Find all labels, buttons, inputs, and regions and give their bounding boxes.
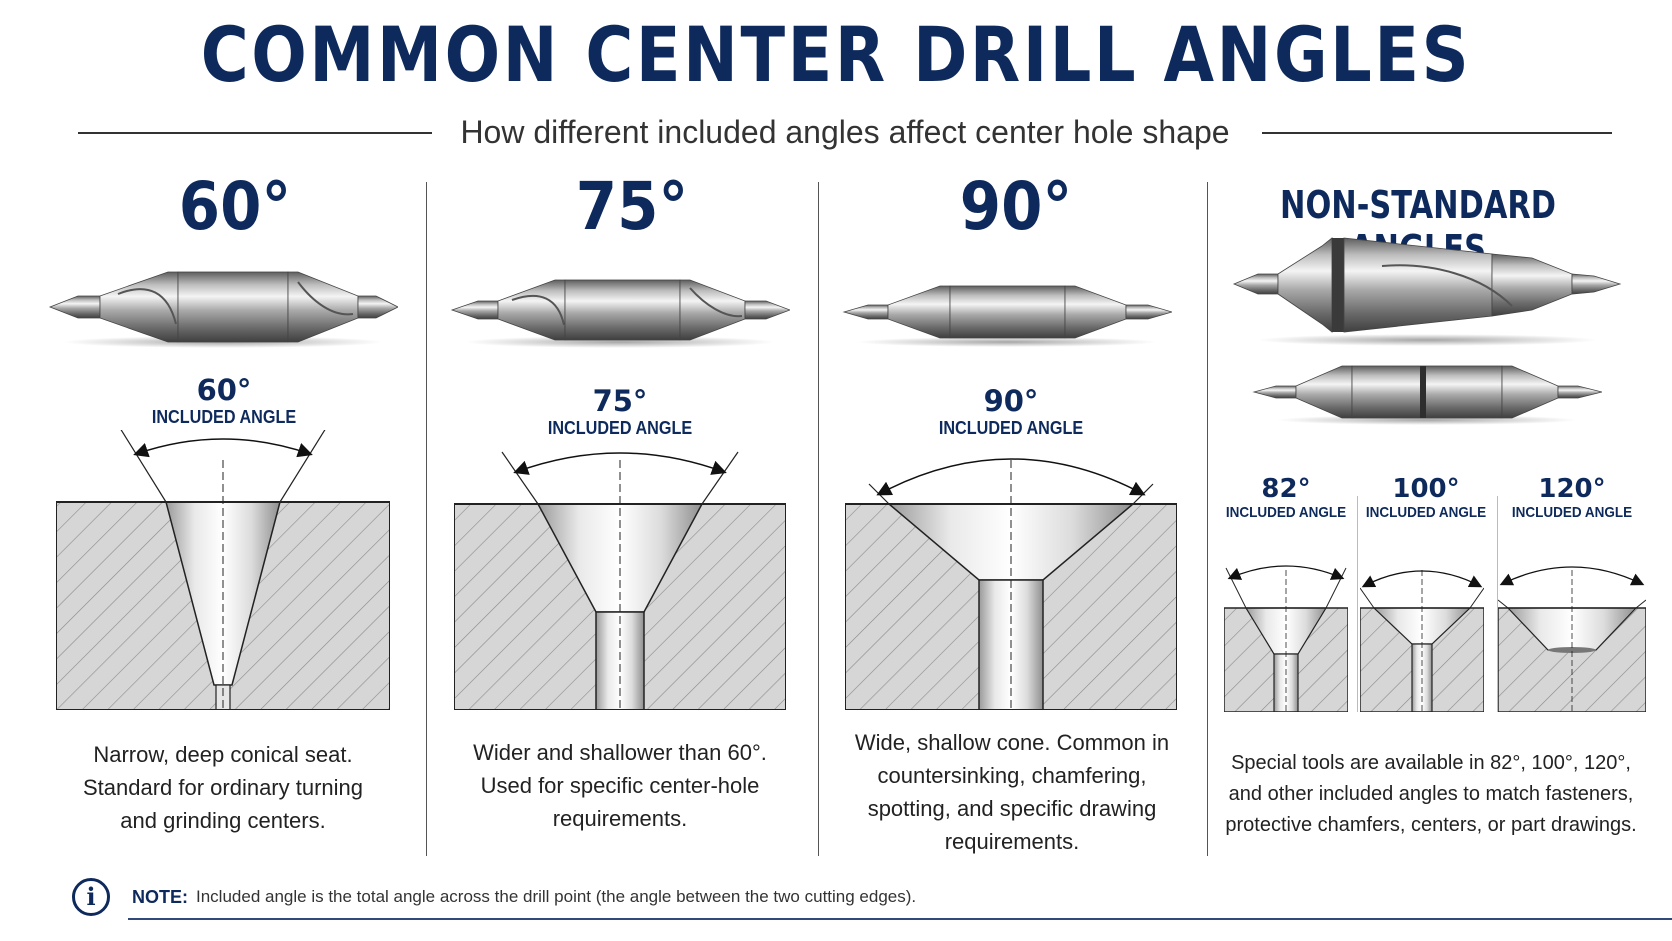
page-title: COMMON CENTER DRILL ANGLES — [200, 10, 1472, 99]
note-rule — [128, 918, 1672, 920]
description-75: Wider and shallower than 60°. Used for s… — [473, 740, 767, 831]
included-angle-120: 120° INCLUDED ANGLE — [1511, 474, 1633, 521]
included-angle-90: 90° INCLUDED ANGLE — [938, 384, 1084, 438]
page-subtitle: How different included angles affect cen… — [460, 114, 1230, 150]
angle-heading-60: 60° — [178, 168, 292, 245]
column-divider — [818, 182, 819, 856]
included-angle-75: 75° INCLUDED ANGLE — [547, 384, 693, 438]
center-drill-60-image — [48, 271, 398, 348]
center-drill-90-image — [842, 285, 1172, 347]
description-60: Narrow, deep conical seat. Standard for … — [82, 742, 364, 833]
sub-divider — [1357, 496, 1358, 712]
angle-heading-75: 75° — [575, 168, 689, 245]
center-hole-diagram-82 — [1224, 565, 1348, 712]
included-angle-60: 60° INCLUDED ANGLE — [151, 373, 297, 427]
included-angle-82: 82° INCLUDED ANGLE — [1225, 474, 1347, 521]
center-hole-diagram-75 — [454, 451, 786, 710]
center-hole-diagram-90 — [845, 458, 1177, 710]
subtitle-rule-right — [1262, 132, 1612, 134]
column-divider — [1207, 182, 1208, 856]
center-hole-diagram-120 — [1498, 566, 1646, 712]
subtitle-row: How different included angles affect cen… — [78, 112, 1612, 156]
note-text: Included angle is the total angle across… — [196, 887, 917, 906]
included-angle-100: 100° INCLUDED ANGLE — [1365, 474, 1487, 521]
subtitle-rule-left — [78, 132, 432, 134]
center-drill-75-image — [450, 279, 790, 348]
description-90: Wide, shallow cone. Common in countersin… — [854, 730, 1170, 854]
note-label: NOTE: — [132, 887, 188, 907]
non-standard-drill-large-image — [1232, 237, 1622, 346]
info-icon: i — [72, 878, 110, 916]
center-hole-diagram-100 — [1360, 570, 1484, 712]
sub-divider — [1497, 496, 1498, 712]
center-hole-diagram-60 — [56, 430, 390, 710]
description-non-standard: Special tools are available in 82°, 100°… — [1225, 752, 1637, 836]
non-standard-title: NON-STANDARD ANGLES — [1280, 183, 1556, 271]
angle-heading-90: 90° — [959, 168, 1073, 245]
non-standard-drill-small-image — [1252, 365, 1602, 425]
note-row: i NOTE: Included angle is the total angl… — [70, 876, 1672, 922]
column-divider — [426, 182, 427, 856]
